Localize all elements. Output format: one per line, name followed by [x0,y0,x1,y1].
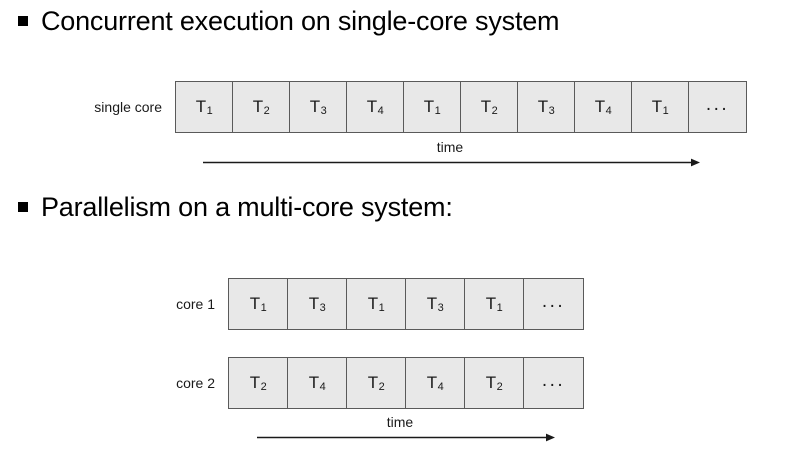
task-index: 1 [496,302,503,314]
single-core-time-axis: time [203,139,703,167]
task-label: T [367,294,379,313]
task-index: 1 [206,105,213,117]
time-axis-label: time [436,139,464,155]
task-index: 3 [437,302,444,314]
arrow-right-icon [257,433,555,442]
task-label: T [252,97,264,116]
task-label: ... [541,369,566,391]
task-label: T [367,373,379,392]
task-index: 3 [319,302,326,314]
task-label: T [485,373,497,392]
task-label: T [594,97,606,116]
task-index: 1 [662,105,669,117]
task-index: 4 [605,105,612,117]
section-heading-text: Concurrent execution on single-core syst… [41,6,560,36]
task-index: 2 [491,105,498,117]
time-axis-label: time [386,414,414,430]
task-label: T [537,97,549,116]
task-index: 2 [263,105,270,117]
task-index: 1 [378,302,385,314]
square-bullet-icon [18,202,28,212]
task-label: T [249,373,261,392]
task-index: 4 [377,105,384,117]
single-core-cell: ... [689,82,746,132]
task-label: ... [705,93,730,115]
task-index: 4 [319,381,326,393]
task-label: T [309,97,321,116]
core-1-row-label: core 1 [176,296,215,312]
square-bullet-icon [18,16,28,26]
task-label: T [426,294,438,313]
section-heading-concurrent: Concurrent execution on single-core syst… [18,6,560,36]
task-index: 3 [320,105,327,117]
arrow-right-icon [203,158,700,167]
task-label: T [308,373,320,392]
task-label: T [426,373,438,392]
core-2-row-label: core 2 [176,375,215,391]
task-index: 1 [260,302,267,314]
task-label: T [423,97,435,116]
task-label: T [249,294,261,313]
multi-core-time-axis: time [257,414,557,442]
task-index: 4 [437,381,444,393]
task-label: T [366,97,378,116]
task-label: T [308,294,320,313]
task-index: 2 [260,381,267,393]
single-core-row-label: single core [94,99,162,115]
core-1-cell: ... [524,279,583,329]
task-index: 3 [548,105,555,117]
task-index: 1 [434,105,441,117]
task-label: T [480,97,492,116]
task-index: 2 [496,381,503,393]
core-2-cell: ... [524,358,583,408]
task-label: T [195,97,207,116]
task-label: T [651,97,663,116]
section-heading-parallelism: Parallelism on a multi-core system: [18,192,453,222]
task-label: ... [541,290,566,312]
section-heading-text: Parallelism on a multi-core system: [41,192,453,222]
task-index: 2 [378,381,385,393]
task-label: T [485,294,497,313]
